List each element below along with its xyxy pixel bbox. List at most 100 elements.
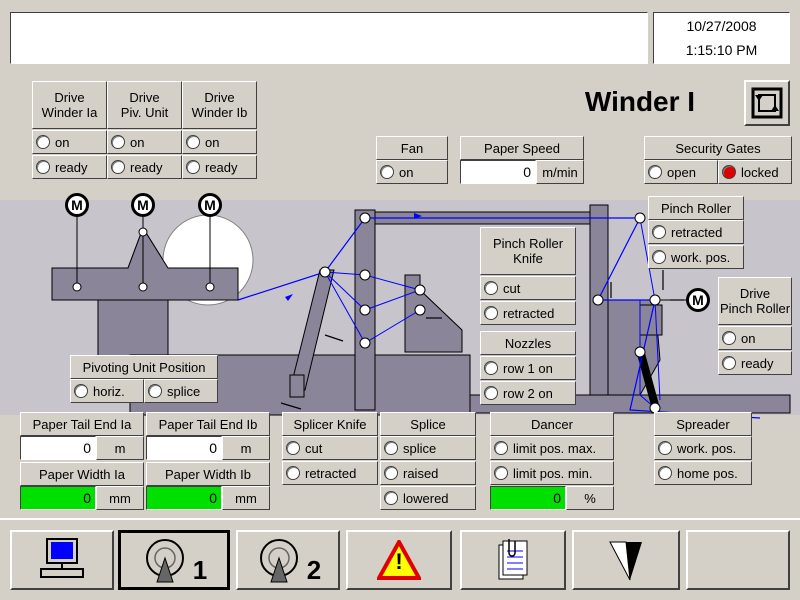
status-label: retracted — [503, 305, 555, 321]
refresh-icon — [751, 87, 783, 119]
document-clip-icon — [498, 539, 528, 580]
status-label: locked — [741, 164, 779, 180]
splicer-knife-label: Splicer Knife — [282, 412, 378, 436]
gates-open: open — [644, 160, 718, 184]
status-label: limit pos. max. — [513, 440, 597, 456]
status-label: splice — [403, 440, 437, 456]
status-label: horiz. — [93, 383, 125, 399]
page-title: Winder I — [584, 86, 696, 117]
winder-1-label: 1 — [192, 554, 208, 585]
drive-ib-label: Drive Winder Ib — [182, 81, 257, 129]
status-label: raised — [403, 465, 439, 481]
paper-path — [237, 217, 761, 419]
spreader-work: work. pos. — [654, 436, 752, 460]
pinch-roller-work: work. pos. — [648, 245, 744, 269]
status-indicator-icon — [36, 160, 50, 174]
tail-ib-value: 0 — [146, 436, 222, 460]
status-label: on — [205, 134, 220, 150]
motor-icon-pinch: M — [686, 288, 710, 312]
toggle-view-button[interactable] — [744, 80, 790, 126]
fan-label: Fan — [376, 136, 448, 160]
status-indicator-icon — [658, 466, 672, 480]
status-indicator-icon — [111, 160, 125, 174]
status-label: ready — [205, 159, 238, 175]
paper-speed-label: Paper Speed — [460, 136, 584, 160]
pivoting-horiz: horiz. — [70, 379, 144, 403]
status-label: limit pos. min. — [513, 465, 593, 481]
width-ib-label: Paper Width Ib — [146, 462, 270, 486]
datetime-box: 10/27/2008 1:15:10 PM — [653, 12, 790, 64]
drive-ia-ready: ready — [32, 155, 107, 179]
nozzles-label: Nozzles — [480, 331, 576, 355]
splice-splice: splice — [380, 436, 476, 460]
splice-lowered: lowered — [380, 486, 476, 510]
tail-ia-label: Paper Tail End Ia — [20, 412, 144, 436]
tail-ib-label: Paper Tail End Ib — [146, 412, 270, 436]
alarm-button[interactable]: ! — [346, 530, 452, 590]
pinch-knife-cut: cut — [480, 276, 576, 300]
tail-ia-unit: m — [96, 436, 144, 460]
arrow-down-icon — [609, 541, 642, 581]
status-label: on — [741, 330, 756, 346]
motor-icon-ia: M — [65, 193, 89, 217]
drive-ia-label: Drive Winder Ia — [32, 81, 107, 129]
pinch-tower — [589, 204, 609, 416]
tail-ib-unit: m — [222, 436, 270, 460]
spreader-home: home pos. — [654, 461, 752, 485]
status-indicator-icon — [658, 441, 672, 455]
drive-pinch-ready: ready — [718, 351, 792, 375]
dancer-unit: % — [566, 486, 614, 510]
dancer-min: limit pos. min. — [490, 461, 614, 485]
status-label: retracted — [671, 224, 723, 240]
drive-piv-on: on — [107, 130, 182, 154]
width-ia-label: Paper Width Ia — [20, 462, 144, 486]
documents-button[interactable] — [460, 530, 566, 590]
spreader-label: Spreader — [654, 412, 752, 436]
status-indicator-icon — [652, 250, 666, 264]
drive-piv-ready: ready — [107, 155, 182, 179]
pivoting-unit-label: Pivoting Unit Position — [70, 355, 218, 379]
status-label: work. pos. — [677, 440, 737, 456]
width-ib-value: 0 — [146, 486, 222, 510]
winder-base — [97, 299, 169, 361]
winder-arm — [51, 226, 239, 301]
status-label: ready — [130, 159, 163, 175]
status-indicator-icon — [36, 135, 50, 149]
down-menu-button[interactable] — [572, 530, 680, 590]
status-label: cut — [305, 440, 323, 456]
dancer-label: Dancer — [490, 412, 614, 436]
pinch-knife-label: Pinch Roller Knife — [480, 227, 576, 275]
computer-button[interactable] — [10, 530, 114, 590]
splice-raised: raised — [380, 461, 476, 485]
status-label: row 2 on — [503, 385, 553, 401]
winder-1-button[interactable]: 1 — [118, 530, 230, 590]
status-indicator-icon — [652, 225, 666, 239]
status-label: on — [399, 164, 414, 180]
nozzles-row2: row 2 on — [480, 381, 576, 405]
gates-locked: locked — [718, 160, 792, 184]
nozzles-row1: row 1 on — [480, 356, 576, 380]
status-indicator-icon — [648, 165, 662, 179]
fan-on: on — [376, 160, 448, 184]
winder-2-button[interactable]: 2 — [236, 530, 340, 590]
drive-pinch-on: on — [718, 326, 792, 350]
status-indicator-icon — [722, 331, 736, 345]
tail-ia-value: 0 — [20, 436, 96, 460]
paper-speed-value: 0 — [460, 160, 536, 184]
width-ib-unit: mm — [222, 486, 270, 510]
status-label: ready — [741, 355, 774, 371]
status-indicator-icon — [148, 384, 162, 398]
winder-roll-icon — [145, 539, 184, 583]
motor-icon-piv: M — [131, 193, 155, 217]
status-label: on — [130, 134, 145, 150]
status-indicator-icon — [484, 281, 498, 295]
status-label: work. pos. — [671, 249, 731, 265]
paper-speed-unit: m/min — [536, 160, 584, 184]
computer-icon — [40, 538, 84, 578]
status-indicator-icon — [74, 384, 88, 398]
drive-pinch-label: Drive Pinch Roller — [718, 277, 792, 325]
drive-ib-on: on — [182, 130, 257, 154]
empty-nav-button[interactable] — [686, 530, 790, 590]
status-label: on — [55, 134, 70, 150]
pinch-roller-retracted: retracted — [648, 220, 744, 244]
